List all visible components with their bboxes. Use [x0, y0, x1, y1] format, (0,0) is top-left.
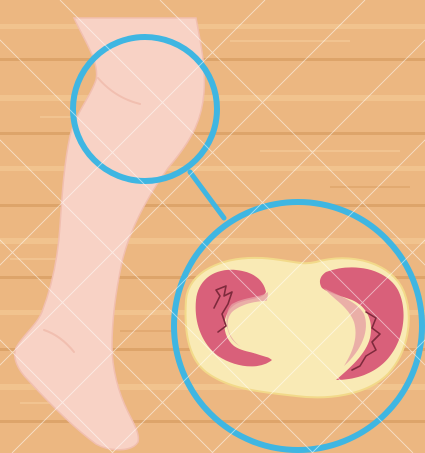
magnified-view [170, 202, 425, 450]
